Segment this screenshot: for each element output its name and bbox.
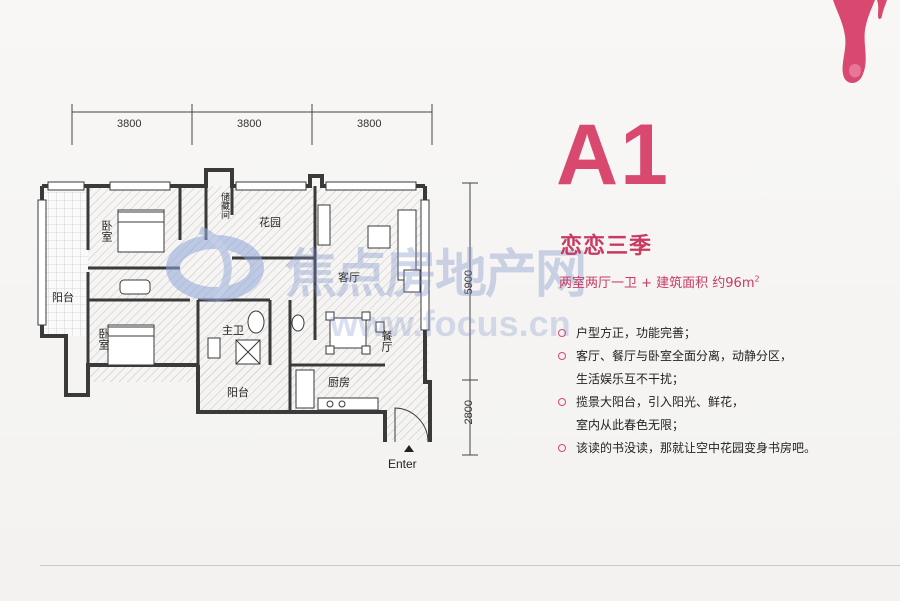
room-dining: 餐厅 xyxy=(380,330,393,352)
room-living: 客厅 xyxy=(338,271,360,284)
enter-arrow-icon xyxy=(404,445,414,452)
dimension-top-1: 3800 xyxy=(117,118,142,130)
floor-plan: 3800 3800 3800 5900 2800 卧室 卧室 阳台 阳台 花园 … xyxy=(37,104,478,471)
feature-item: 该读的书没读，那就让空中花园变身书房吧。 xyxy=(556,437,886,460)
watermark-text: 焦点房地产网 xyxy=(285,245,587,305)
room-balcony-left: 阳台 xyxy=(52,291,74,304)
divider xyxy=(40,565,900,566)
dimension-right-2: 2800 xyxy=(463,400,475,425)
feature-item: 揽景大阳台，引入阳光、鲜花， xyxy=(556,391,886,414)
feature-text: 生活娱乐互不干扰； xyxy=(576,372,685,386)
top-dimension-line xyxy=(71,104,433,145)
dimension-top-2: 3800 xyxy=(237,118,262,130)
room-balcony-bottom: 阳台 xyxy=(227,386,249,399)
feature-text: 该读的书没读，那就让空中花园变身书房吧。 xyxy=(576,441,817,455)
feature-item: 户型方正，功能完善； xyxy=(556,322,886,345)
bullet-icon xyxy=(558,329,566,337)
room-master-bath: 主卫 xyxy=(222,324,244,337)
feature-item: 室内从此春色无限； xyxy=(556,414,886,437)
watermark-url: www.focus.cn xyxy=(330,303,571,344)
bullet-icon xyxy=(558,352,566,360)
room-storage: 储藏间 xyxy=(219,192,229,219)
dimension-top-3: 3800 xyxy=(357,118,382,130)
feature-item: 生活娱乐互不干扰； xyxy=(556,368,886,391)
feature-text: 室内从此春色无限； xyxy=(576,418,685,432)
room-bedroom-2: 卧室 xyxy=(97,328,110,350)
room-garden: 花园 xyxy=(259,216,281,229)
bullet-icon xyxy=(558,398,566,406)
enter-label: Enter xyxy=(388,457,417,471)
model-spec-text: 两室两厅一卫 + 建筑面积 约96m xyxy=(559,276,755,291)
model-spec: 两室两厅一卫 + 建筑面积 约96m2 xyxy=(559,272,760,291)
right-dimension-line xyxy=(462,182,478,456)
feature-item: 客厅、餐厅与卧室全面分离，动静分区， xyxy=(556,345,886,368)
bullet-icon xyxy=(558,444,566,452)
room-bedroom-1: 卧室 xyxy=(100,220,113,242)
model-title: A1 xyxy=(556,107,670,203)
room-kitchen: 厨房 xyxy=(328,376,350,389)
feature-text: 客厅、餐厅与卧室全面分离，动静分区， xyxy=(576,349,793,363)
drip-decoration-icon xyxy=(833,0,887,83)
model-name: 恋恋三季 xyxy=(560,234,653,259)
feature-list: 户型方正，功能完善； 客厅、餐厅与卧室全面分离，动静分区， 生活娱乐互不干扰； 揽景大… xyxy=(556,322,886,460)
model-spec-unit: 2 xyxy=(754,274,760,284)
feature-text: 户型方正，功能完善； xyxy=(576,326,697,340)
floor-plan-drawing xyxy=(37,104,478,456)
feature-text: 揽景大阳台，引入阳光、鲜花， xyxy=(576,395,745,409)
watermark-logo-icon xyxy=(166,226,264,303)
